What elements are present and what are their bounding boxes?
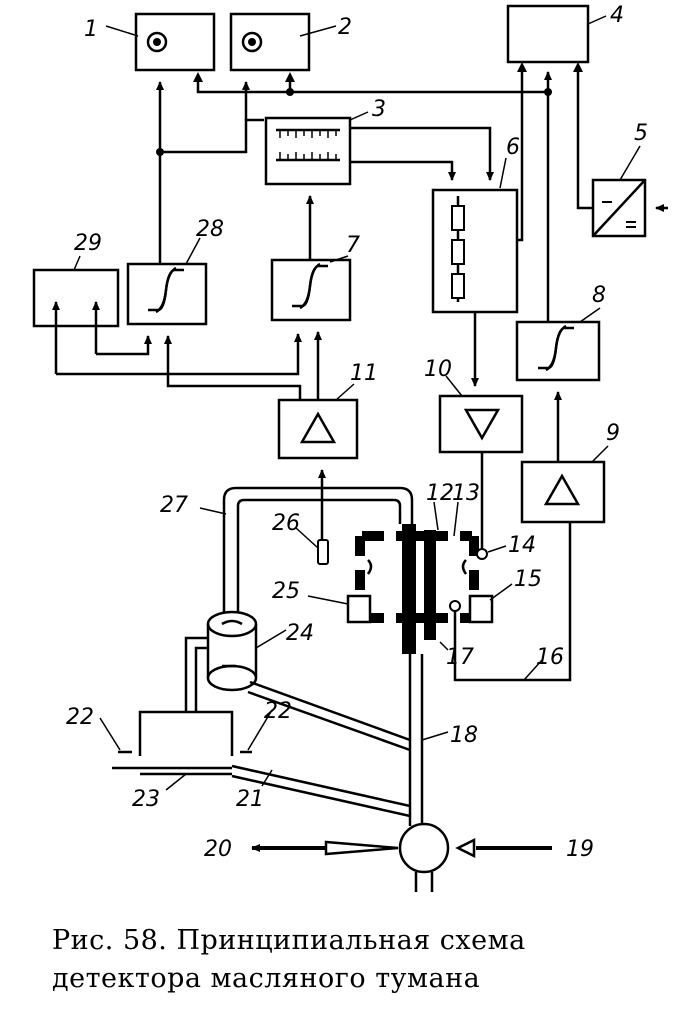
block-2-indicator (229, 12, 311, 72)
signal-wiring (52, 62, 668, 682)
block-8-threshold (515, 320, 601, 382)
label-14: 14 (508, 533, 536, 558)
block-6-resistor-network (431, 188, 519, 314)
label-22-right: 22 (264, 699, 292, 724)
label-2: 2 (338, 15, 352, 40)
oil-mist-piping (112, 486, 552, 892)
caption-line-1: Рис. 58. Принципиальная схема (52, 925, 526, 956)
label-29: 29 (74, 231, 102, 256)
reference-numbers: 1 2 4 3 5 6 29 28 7 8 10 11 9 27 12 13 2… (66, 3, 648, 862)
label-13: 13 (452, 481, 480, 506)
label-3: 3 (372, 97, 386, 122)
label-18: 18 (450, 723, 478, 748)
label-25: 25 (272, 579, 300, 604)
block-11-amplifier (277, 398, 359, 460)
label-9: 9 (606, 421, 620, 446)
leader-lines (73, 15, 641, 791)
label-22-left: 22 (66, 705, 94, 730)
label-19: 19 (566, 837, 594, 862)
figure-caption: Рис. 58. Принципиальная схема детектора … (52, 922, 662, 998)
caption-line-2: детектора масляного тумана (52, 963, 481, 994)
label-4: 4 (610, 3, 624, 28)
label-24: 24 (286, 621, 314, 646)
block-28-threshold (126, 262, 208, 326)
block-7-threshold (270, 258, 352, 322)
label-6: 6 (506, 135, 520, 160)
label-7: 7 (346, 233, 360, 258)
block-4 (506, 4, 590, 64)
label-11: 11 (350, 361, 378, 386)
label-26: 26 (272, 511, 300, 536)
label-8: 8 (592, 283, 606, 308)
block-5-converter (591, 178, 647, 238)
label-15: 15 (514, 567, 542, 592)
label-27: 27 (160, 493, 188, 518)
block-29 (32, 268, 120, 328)
measuring-chamber (317, 524, 494, 654)
label-12: 12 (426, 481, 454, 506)
label-10: 10 (424, 357, 452, 382)
block-10-amplifier (438, 394, 524, 454)
label-5: 5 (634, 121, 648, 146)
label-21: 21 (236, 787, 264, 812)
label-20: 20 (204, 837, 232, 862)
block-9-amplifier (520, 460, 606, 524)
label-1: 1 (84, 17, 98, 42)
label-17: 17 (446, 645, 474, 670)
label-23: 23 (132, 787, 160, 812)
block-1-indicator (134, 12, 216, 72)
label-28: 28 (196, 217, 224, 242)
label-16: 16 (536, 645, 564, 670)
block-3-meter (264, 116, 352, 186)
